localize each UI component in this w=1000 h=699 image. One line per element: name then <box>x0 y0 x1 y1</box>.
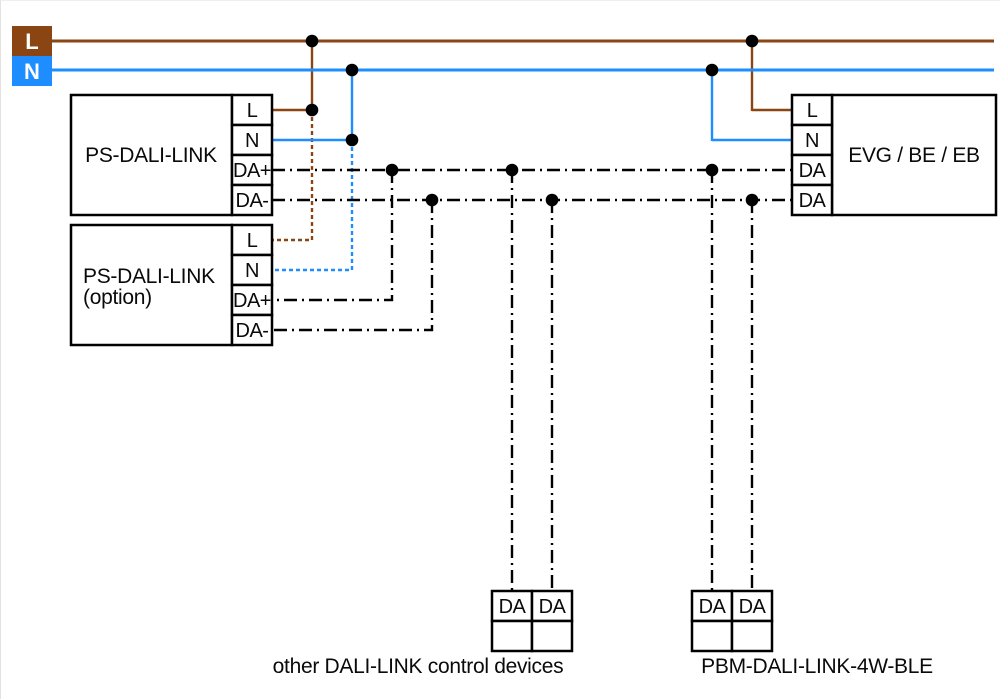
junction-dot <box>705 63 719 77</box>
junction-dots <box>305 34 759 207</box>
evg-terminal-l <box>790 93 834 127</box>
ps-option-terminal-da-minus <box>230 313 274 347</box>
junction-dot <box>345 133 359 147</box>
evg-label: EVG / BE / EB <box>848 144 979 167</box>
l-wires <box>52 39 994 242</box>
ps-main-terminal-n-label: N <box>245 130 259 152</box>
evg-body <box>830 93 998 217</box>
evg-be-eb: EVG / BE / EB L N DA DA <box>790 93 998 217</box>
ps-option-body <box>69 223 234 347</box>
ps-main-terminal-da-minus <box>230 183 274 217</box>
ps-main-label: PS-DALI-LINK <box>85 144 217 167</box>
pbm-caption: PBM-DALI-LINK-4W-BLE <box>701 655 933 678</box>
ps-main-terminal-da-plus-label: DA+ <box>233 160 271 182</box>
da-plus-branch-option <box>271 170 394 302</box>
ps-option-terminal-l <box>230 223 274 257</box>
junction-dot <box>745 193 759 207</box>
pbm-da1-label: DA <box>699 596 727 618</box>
ps-dali-link-option: PS-DALI-LINK (option) L N DA+ DA- <box>69 223 274 347</box>
junction-dot <box>545 193 559 207</box>
pbm-da2-label: DA <box>739 596 767 618</box>
l-badge <box>12 26 52 56</box>
other-controls-cell-blank2 <box>530 619 574 653</box>
ps-option-terminal-da-minus-label: DA- <box>236 320 269 342</box>
evg-terminal-da2 <box>790 183 834 217</box>
ps-main-terminal-l <box>230 93 274 127</box>
ps-main-body <box>69 93 234 217</box>
junction-dot <box>305 103 319 117</box>
pbm-cell-blank2 <box>730 619 774 653</box>
other-controls-cell-blank1 <box>490 619 534 653</box>
ps-main-terminal-n <box>230 123 274 157</box>
n-wires <box>52 68 994 272</box>
n-badge-label: N <box>24 59 40 84</box>
pbm-cell-blank1 <box>690 619 734 653</box>
other-controls-da1-label: DA <box>499 596 527 618</box>
l-dashed-to-option <box>271 110 314 242</box>
other-controls-block: DA DA other DALI-LINK control devices <box>273 589 574 678</box>
junction-dot <box>345 63 359 77</box>
junction-dot <box>505 163 519 177</box>
ps-option-label-line2: (option) <box>83 286 152 309</box>
evg-terminal-da2-label: DA <box>799 190 827 212</box>
ps-main-terminal-l-label: L <box>247 100 258 122</box>
other-controls-da2-label: DA <box>539 596 567 618</box>
junction-dot <box>425 193 439 207</box>
junction-dot <box>305 34 319 48</box>
ps-option-terminal-da-plus <box>230 283 274 317</box>
junction-dot <box>385 163 399 177</box>
evg-terminal-l-label: L <box>807 100 818 122</box>
ps-option-terminal-n-label: N <box>245 260 259 282</box>
ps-main-terminal-da-plus <box>230 153 274 187</box>
junction-dot <box>705 163 719 177</box>
evg-terminal-n-label: N <box>805 130 819 152</box>
other-controls-caption: other DALI-LINK control devices <box>273 655 564 678</box>
ps-main-terminal-da-minus-label: DA- <box>236 190 269 212</box>
ps-option-terminal-da-plus-label: DA+ <box>233 290 271 312</box>
da-minus-branch-option <box>271 200 434 332</box>
evg-terminal-da1-label: DA <box>799 160 827 182</box>
n-dashed-to-option <box>271 140 354 272</box>
pbm-block: DA DA PBM-DALI-LINK-4W-BLE <box>690 589 933 678</box>
l-badge-label: L <box>25 29 38 54</box>
n-badge <box>12 56 52 86</box>
dali-wires <box>271 168 792 592</box>
ps-option-terminal-l-label: L <box>247 230 258 252</box>
ps-dali-link-main: PS-DALI-LINK L N DA+ DA- <box>69 93 274 217</box>
other-controls-terminal-da2 <box>530 589 574 623</box>
pbm-terminal-da2 <box>730 589 774 623</box>
junction-dot <box>745 34 759 48</box>
ps-option-label-line1: PS-DALI-LINK <box>83 265 215 288</box>
